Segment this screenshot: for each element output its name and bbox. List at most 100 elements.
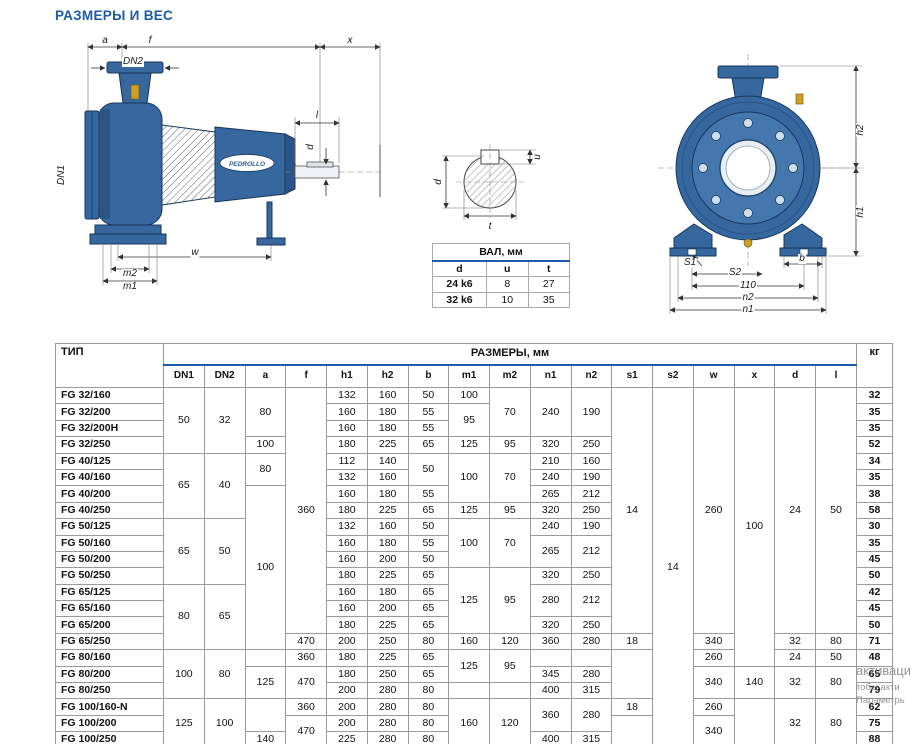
shaft-col-header-d: d (432, 260, 487, 277)
pump-type-cell: FG 65/200 (55, 616, 164, 634)
shaft-section-drawing (442, 144, 536, 220)
dimension-cell: 160 (326, 534, 368, 552)
dimension-cell: 50 (407, 550, 450, 569)
pump-type-cell: FG 32/160 (55, 386, 164, 405)
col-header-f: f (285, 364, 327, 388)
dimension-cell: 140 (244, 731, 287, 744)
dimension-cell: 125 (244, 665, 287, 700)
weight-cell: 88 (856, 731, 893, 744)
dimension-cell: 160 (326, 550, 368, 569)
dimension-cell (244, 649, 287, 667)
dimension-cell: 18 (611, 698, 653, 716)
pump-type-cell: FG 40/125 (55, 452, 164, 470)
pump-type-cell: FG 32/200H (55, 419, 164, 438)
pump-type-cell: FG 50/200 (55, 550, 164, 569)
shaft-dim-cell: 32 k6 (432, 291, 487, 308)
weight-cell: 65 (856, 665, 893, 684)
dimension-cell: 132 (326, 386, 368, 405)
dimension-cell: 70 (489, 386, 531, 438)
dimension-cell: 360 (285, 649, 327, 667)
dimension-cell (489, 682, 531, 700)
dimension-cell: 160 (570, 452, 613, 470)
dimension-cell: 80 (407, 714, 450, 733)
pump-type-cell: FG 100/200 (55, 714, 164, 733)
dimension-cell: 180 (326, 616, 368, 634)
pump-type-cell: FG 80/250 (55, 682, 164, 700)
shaft-dim-cell: 10 (486, 291, 529, 308)
dimension-cell: 250 (570, 567, 613, 585)
weight-cell: 42 (856, 583, 893, 602)
dim-label-d: d (305, 143, 316, 151)
dimension-cell: 180 (366, 583, 409, 602)
dimension-cell: 400 (529, 731, 572, 744)
dim-label-s2: S2 (727, 267, 743, 278)
dimension-cell: 100 (448, 518, 490, 569)
pump-side-view-drawing: PEDROLLO (84, 43, 381, 285)
weight-cell: 38 (856, 485, 893, 503)
dimension-cell: 80 (815, 698, 857, 744)
dimension-cell: 470 (285, 632, 327, 651)
dimension-cell: 260 (692, 387, 735, 634)
dimension-cell: 50 (407, 452, 450, 487)
dimension-cell: 32 (774, 698, 816, 744)
weight-cell: 45 (856, 600, 893, 618)
dim-label-dn1: DN1 (56, 163, 67, 187)
dimension-cell: 112 (326, 452, 368, 470)
col-header-d: d (774, 364, 816, 388)
pump-type-cell: FG 40/160 (55, 468, 164, 487)
dimension-cell (570, 649, 613, 667)
dim-label-w: w (190, 247, 200, 258)
dimension-cell: 80 (407, 731, 450, 744)
dimension-cell: 280 (529, 583, 572, 618)
shaft-col-header-t: t (527, 260, 570, 277)
dimension-cell: 225 (366, 616, 409, 634)
dimension-cell: 125 (448, 501, 490, 520)
dim-label-l: l (314, 110, 320, 121)
dimension-cell: 210 (529, 452, 572, 470)
dimension-cell: 160 (448, 632, 490, 651)
dimension-cell: 125 (448, 567, 490, 634)
col-header-b: b (407, 364, 450, 388)
dimension-cell: 140 (366, 452, 409, 470)
dimension-cell: 190 (570, 518, 613, 536)
pump-type-cell: FG 65/160 (55, 600, 164, 618)
dimension-cell: 470 (285, 714, 327, 744)
dimension-cell: 70 (489, 452, 531, 503)
dimension-cell: 260 (692, 649, 735, 667)
weight-cell: 48 (856, 649, 893, 667)
dimension-cell: 160 (366, 518, 409, 536)
dimension-cell: 120 (489, 632, 531, 651)
dimension-cell: 470 (285, 665, 327, 700)
dimension-cell: 345 (529, 665, 572, 684)
pump-type-cell: FG 65/125 (55, 583, 164, 602)
dimension-cell: 340 (692, 632, 735, 651)
dimension-cell: 320 (529, 501, 572, 520)
dimension-cell: 160 (326, 600, 368, 618)
weight-cell: 58 (856, 501, 893, 520)
page-title: РАЗМЕРЫ И ВЕС (55, 8, 174, 23)
dimension-cell: 65 (407, 567, 450, 585)
dim-label-shaft-u: u (532, 153, 543, 161)
dimension-cell: 125 (448, 649, 490, 684)
dimension-cell: 180 (326, 649, 368, 667)
table-group-header-row: ТИП РАЗМЕРЫ, мм кг (55, 343, 893, 388)
dimension-cell (529, 649, 572, 667)
weight-cell: 71 (856, 632, 893, 651)
dimension-cell: 315 (570, 731, 613, 744)
weight-cell: 79 (856, 682, 893, 700)
weight-cell: 50 (856, 616, 893, 634)
dimension-cell: 80 (815, 632, 857, 651)
dimension-cell: 80 (407, 698, 450, 716)
dimension-cell: 280 (366, 682, 409, 700)
dimension-cell: 80 (244, 386, 287, 438)
weight-cell: 30 (856, 518, 893, 536)
dim-label-a: a (101, 35, 109, 46)
dimension-cell: 400 (529, 682, 572, 700)
dimension-cell: 100 (203, 698, 246, 744)
dimension-cell: 80 (815, 665, 857, 700)
